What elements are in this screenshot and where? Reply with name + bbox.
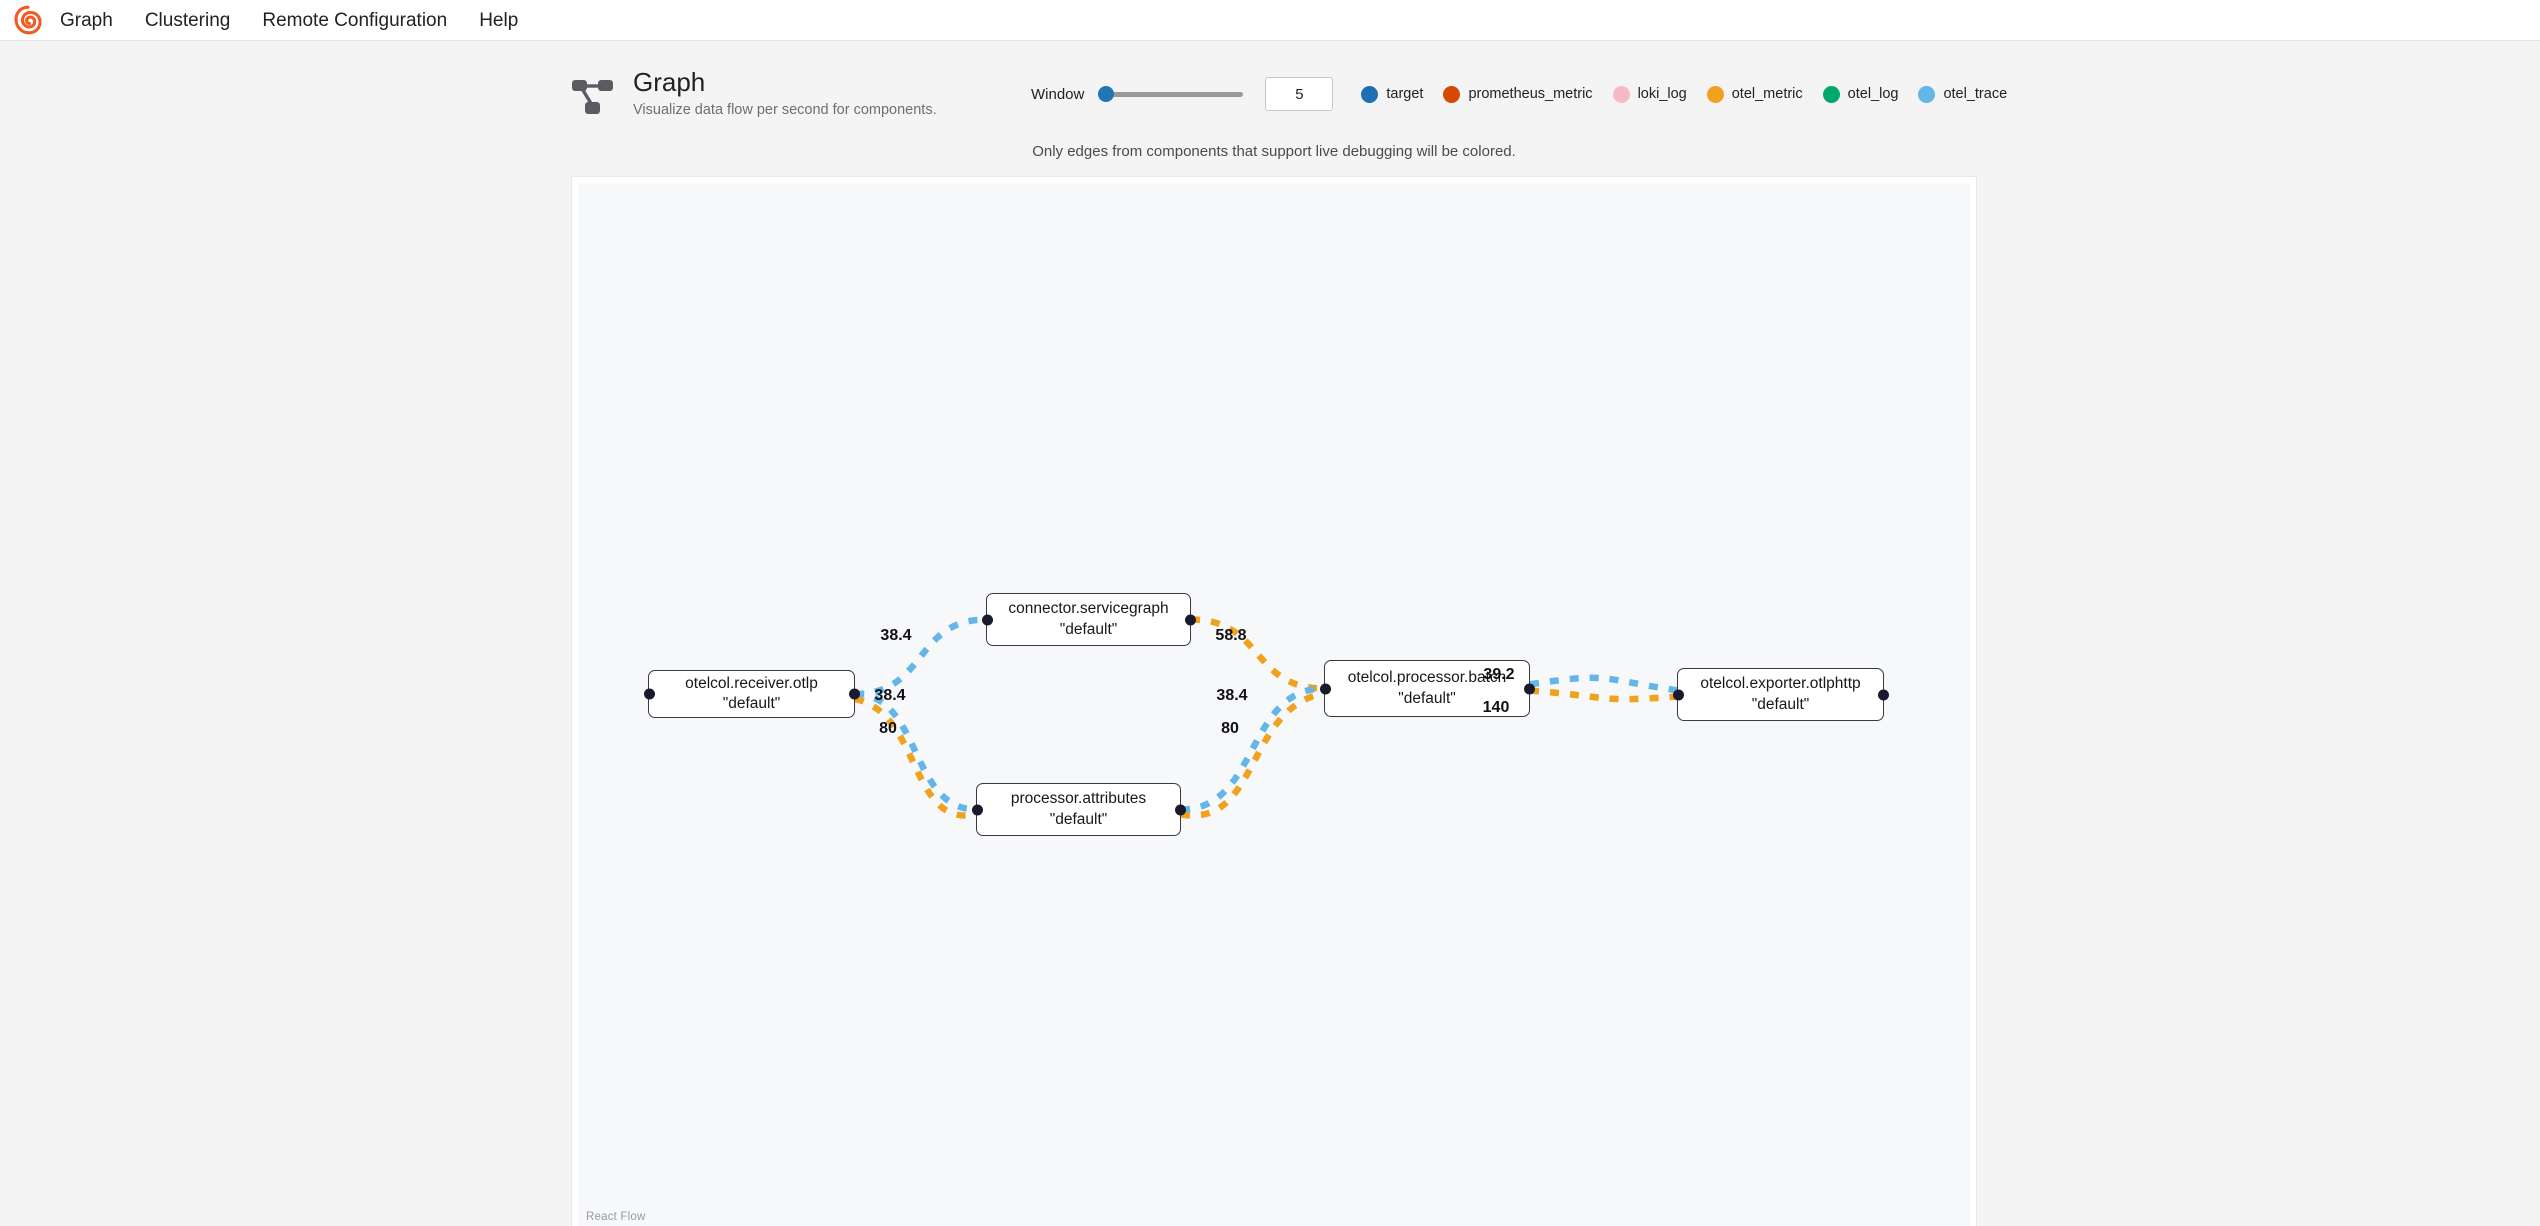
legend-item-prometheus-metric[interactable]: prometheus_metric: [1443, 85, 1593, 103]
graph-node-label-receiver: otelcol.receiver.otlp "default": [685, 674, 818, 715]
graph-edge-attributes-to-batch-otel_metric[interactable]: [1180, 690, 1325, 819]
page-header-title-block: Graph Visualize data flow per second for…: [571, 69, 1031, 118]
window-label: Window: [1031, 85, 1085, 103]
graph-node-handle-right[interactable]: [1877, 689, 1889, 700]
window-slider[interactable]: [1098, 85, 1244, 103]
page-subtitle: Visualize data flow per second for compo…: [633, 102, 937, 118]
page-title-group: Graph Visualize data flow per second for…: [633, 69, 937, 118]
legend-item-loki-log[interactable]: loki_log: [1612, 85, 1687, 103]
graph-node-exporter[interactable]: otelcol.exporter.otlphttp "default": [1672, 668, 1889, 721]
graph-node-servicegraph[interactable]: connector.servicegraph "default": [981, 593, 1196, 646]
legend-swatch-prometheus-metric-icon: [1443, 85, 1461, 103]
page-title: Graph: [633, 67, 706, 97]
legend-label-otel-metric: otel_metric: [1731, 86, 1803, 102]
window-value-input[interactable]: [1265, 77, 1334, 111]
graph-edge-label: 58.8: [1215, 627, 1247, 644]
graph-edge-receiver-to-servicegraph-otel_trace[interactable]: [854, 616, 987, 698]
graph-node-handle-right[interactable]: [1174, 804, 1186, 815]
graph-edge-receiver-to-attributes-otel_trace[interactable]: [854, 690, 977, 813]
graph-node-title: processor.attributes: [1010, 790, 1147, 808]
graph-node-subtitle: "default": [1751, 695, 1810, 713]
graph-node-handle-right[interactable]: [848, 688, 860, 700]
graph-edge-label: 80: [1221, 720, 1239, 737]
graph-node-receiver[interactable]: otelcol.receiver.otlp "default": [643, 670, 860, 718]
graph-edge-label: 80: [879, 720, 897, 737]
graph-node-label-exporter: otelcol.exporter.otlphttp "default": [1700, 674, 1860, 715]
graph-node-handle-left[interactable]: [1319, 683, 1331, 694]
legend-item-otel-trace[interactable]: otel_trace: [1918, 85, 2008, 103]
legend-label-prometheus-metric: prometheus_metric: [1468, 86, 1593, 102]
graph-controls: Window target prometheus_metric: [1031, 77, 2027, 111]
graph-edge-label: 38.4: [874, 687, 906, 704]
legend-item-target[interactable]: target: [1361, 85, 1424, 103]
graph-node-label-attributes: processor.attributes "default": [1011, 789, 1146, 830]
graph-edge-attributes-to-batch-otel_trace[interactable]: [1180, 685, 1325, 813]
legend-swatch-otel-metric-icon: [1706, 85, 1724, 103]
graph-node-subtitle: "default": [1059, 620, 1118, 638]
graph-node-handle-right[interactable]: [1184, 614, 1196, 625]
legend-swatch-loki-log-icon: [1612, 85, 1630, 103]
graph-edge-receiver-to-attributes-otel_metric[interactable]: [854, 695, 977, 819]
graph-node-title: connector.servicegraph: [1008, 600, 1169, 618]
legend-label-loki-log: loki_log: [1637, 86, 1687, 102]
page-header: Graph Visualize data flow per second for…: [571, 41, 2007, 141]
nav-item-clustering[interactable]: Clustering: [144, 9, 231, 31]
graph-edge-label: 39.2: [1483, 666, 1515, 683]
graph-node-handle-left[interactable]: [643, 688, 655, 700]
content-column: Graph Visualize data flow per second for…: [571, 41, 2007, 1226]
legend-label-target: target: [1386, 86, 1424, 102]
graph-node-label-servicegraph: connector.servicegraph "default": [1008, 599, 1168, 640]
graph-edges-layer: [854, 616, 1678, 819]
graph-node-subtitle: "default": [722, 695, 781, 712]
top-navigation-bar: Graph Clustering Remote Configuration He…: [0, 0, 2540, 41]
sitemap-graph-icon: [571, 77, 615, 117]
graph-panel: otelcol.receiver.otlp"default"connector.…: [571, 176, 1977, 1226]
legend-label-otel-log: otel_log: [1847, 86, 1899, 102]
legend-item-otel-metric[interactable]: otel_metric: [1706, 85, 1803, 103]
legend-label-otel-trace: otel_trace: [1943, 86, 2008, 102]
graph-edge-batch-to-exporter-otel_metric[interactable]: [1529, 687, 1678, 703]
graph-node-attributes[interactable]: processor.attributes "default": [971, 783, 1186, 836]
legend-swatch-otel-log-icon: [1822, 85, 1840, 103]
grafana-alloy-logo[interactable]: [12, 4, 44, 36]
react-flow-canvas[interactable]: otelcol.receiver.otlp"default"connector.…: [578, 183, 1970, 1226]
legend-item-otel-log[interactable]: otel_log: [1822, 85, 1899, 103]
graph-edge-label: 140: [1482, 699, 1510, 716]
nav-item-graph[interactable]: Graph: [60, 9, 113, 31]
legend-swatch-target-icon: [1361, 85, 1379, 103]
window-slider-track: [1098, 92, 1244, 97]
graph-node-handle-left[interactable]: [981, 614, 993, 625]
graph-edge-batch-to-exporter-otel_trace[interactable]: [1529, 674, 1678, 694]
graph-node-title: otelcol.exporter.otlphttp: [1700, 675, 1861, 693]
graph-node-handle-left[interactable]: [1672, 689, 1684, 700]
graph-edge-label: 38.4: [880, 627, 912, 644]
graph-node-title: otelcol.receiver.otlp: [685, 674, 818, 692]
nav-item-help[interactable]: Help: [479, 9, 519, 31]
graph-edge-servicegraph-to-batch-otel_metric[interactable]: [1190, 616, 1325, 692]
legend-swatch-otel-trace-icon: [1918, 85, 1936, 103]
page-body: Graph Visualize data flow per second for…: [0, 41, 2540, 1226]
signal-legend: target prometheus_metric loki_log otel_m…: [1361, 85, 2027, 103]
graph-edge-label: 38.4: [1216, 687, 1248, 704]
react-flow-attribution[interactable]: React Flow: [586, 1211, 646, 1223]
graph-node-handle-right[interactable]: [1523, 683, 1535, 694]
live-debugging-notice: Only edges from components that support …: [1032, 143, 1516, 160]
nav-item-remote-configuration[interactable]: Remote Configuration: [262, 9, 448, 31]
window-slider-thumb[interactable]: [1098, 86, 1115, 102]
graph-node-handle-left[interactable]: [971, 804, 983, 815]
graph-node-subtitle: "default": [1049, 810, 1108, 828]
